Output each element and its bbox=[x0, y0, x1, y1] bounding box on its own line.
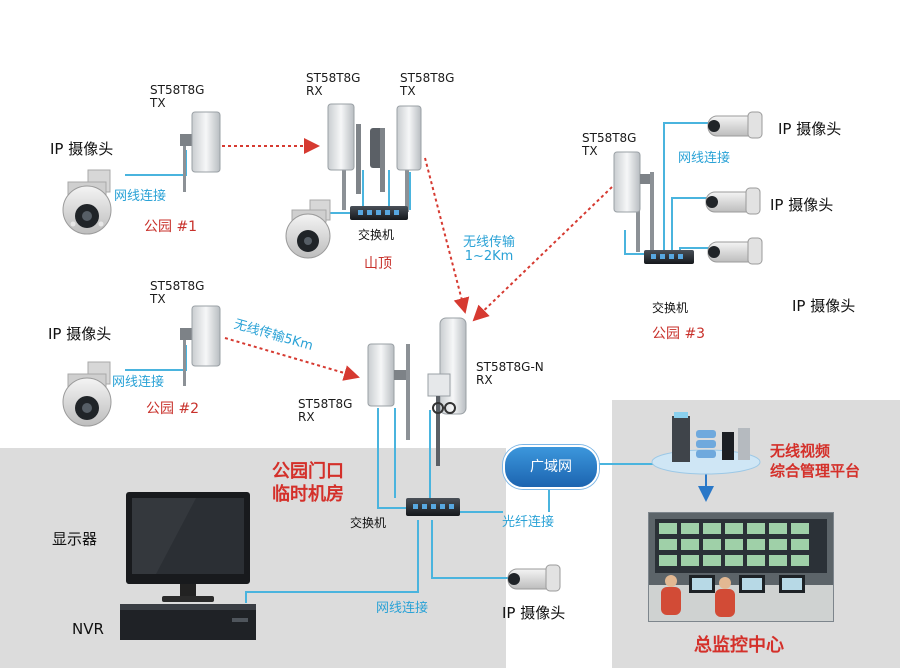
gate-wired-label: 网线连接 bbox=[376, 601, 429, 616]
control-room-photo bbox=[648, 512, 834, 622]
hilltop-ptz-camera bbox=[285, 199, 331, 259]
fiber-label: 光纤连接 bbox=[502, 515, 555, 530]
park3-camera-3-label: IP 摄像头 bbox=[792, 297, 856, 315]
platform-label: 无线视频 综合管理平台 bbox=[770, 442, 861, 480]
wireless-1-2km-label: 无线传输 1~2Km bbox=[463, 235, 516, 264]
gate-sector-antenna-rx bbox=[427, 317, 467, 466]
wireless-link-park3-gate bbox=[472, 186, 613, 322]
wireless-link-hilltop-gate bbox=[424, 157, 470, 314]
park1-radio-model: ST58T8G TX bbox=[150, 83, 205, 110]
park2-camera-label: IP 摄像头 bbox=[48, 325, 112, 343]
gate-rx-model: ST58T8G RX bbox=[298, 397, 353, 424]
hilltop-site-label: 山顶 bbox=[364, 256, 392, 272]
park2-radio-model: ST58T8G TX bbox=[150, 279, 205, 306]
hilltop-tx-model: ST58T8G TX bbox=[400, 71, 455, 98]
wireless-link-park2-gate bbox=[224, 337, 360, 381]
nvr-recorder bbox=[120, 604, 256, 640]
park3-camera-1-label: IP 摄像头 bbox=[778, 120, 842, 138]
park1-site-label: 公园 #1 bbox=[144, 219, 198, 235]
park3-bullet-camera-1 bbox=[707, 111, 763, 139]
hilltop-radio-rx bbox=[327, 103, 355, 210]
park2-site-label: 公园 #2 bbox=[146, 401, 200, 417]
gate-switch bbox=[406, 498, 460, 516]
hilltop-switch-label: 交换机 bbox=[358, 228, 395, 242]
park3-site-label: 公园 #3 bbox=[652, 326, 706, 342]
nvr-label: NVR bbox=[72, 620, 104, 638]
park3-switch bbox=[644, 250, 694, 264]
park3-camera-2-label: IP 摄像头 bbox=[770, 196, 834, 214]
wireless-links bbox=[222, 138, 613, 381]
gate-rxn-model: ST58T8G-N RX bbox=[476, 360, 544, 387]
gate-room-label: 公园门口 临时机房 bbox=[272, 461, 344, 506]
park1-radio-tx bbox=[180, 111, 221, 192]
wan-cloud: 广域网 bbox=[503, 445, 599, 489]
hilltop-rx-model: ST58T8G RX bbox=[306, 71, 361, 98]
park2-ptz-camera bbox=[62, 361, 112, 427]
monitor-display bbox=[126, 492, 250, 602]
park1-wired-label: 网线连接 bbox=[114, 189, 167, 204]
hilltop-radio-tx bbox=[396, 105, 422, 212]
park3-radio-tx bbox=[613, 151, 654, 252]
gate-radio-rx bbox=[367, 343, 410, 440]
gate-camera-label: IP 摄像头 bbox=[502, 604, 566, 622]
gate-switch-label: 交换机 bbox=[350, 516, 387, 530]
park2-radio-tx bbox=[180, 305, 221, 386]
monitoring-center-label: 总监控中心 bbox=[694, 635, 784, 656]
park3-bullet-camera-2 bbox=[705, 187, 761, 215]
park3-wired-label: 网线连接 bbox=[678, 151, 731, 166]
park1-camera-label: IP 摄像头 bbox=[50, 140, 114, 158]
park3-bullet-camera-3 bbox=[707, 237, 763, 265]
park3-switch-label: 交换机 bbox=[652, 301, 689, 315]
hilltop-mast bbox=[356, 124, 385, 194]
hilltop-switch bbox=[350, 206, 408, 220]
park1-ptz-camera bbox=[62, 169, 112, 235]
management-server-cluster bbox=[651, 412, 761, 475]
park2-wired-label: 网线连接 bbox=[112, 375, 165, 390]
park3-radio-model: ST58T8G TX bbox=[582, 131, 637, 158]
gate-bullet-camera bbox=[507, 564, 561, 592]
monitor-label: 显示器 bbox=[52, 530, 98, 548]
